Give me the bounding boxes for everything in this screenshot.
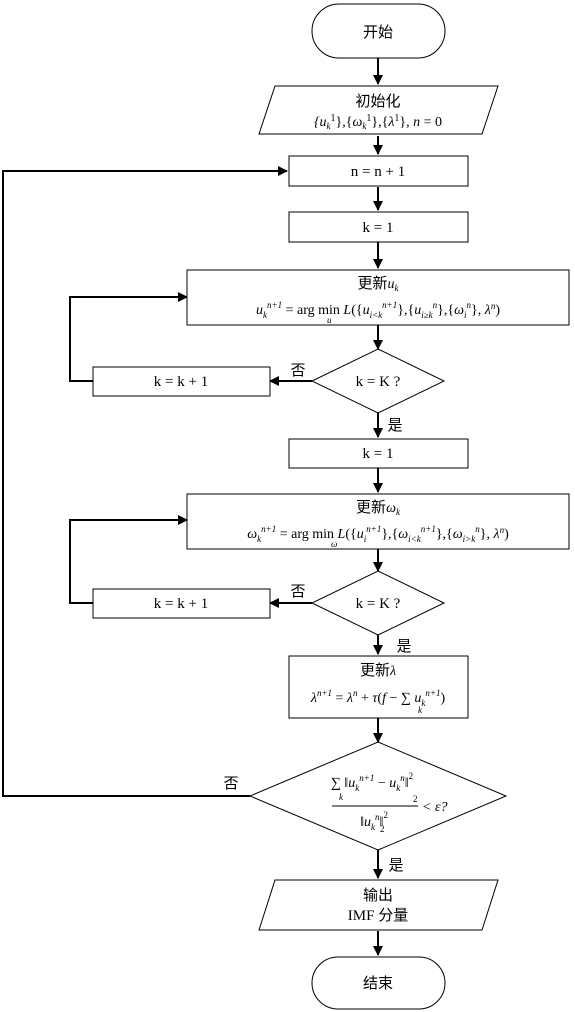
decision-3-no-label: 否 [223, 776, 238, 792]
update-omega-argmin-sub: ω [331, 539, 337, 549]
k-init-label-b: k = 1 [363, 446, 394, 462]
connectors [2, 58, 383, 956]
k-inc-box-2: k = k + 1 [92, 588, 271, 619]
arrow-dec3-loop [2, 166, 288, 797]
decision-convergence: ∑ ‖ukn+1 − ukn‖2 k 2 ‖ukn‖2 2 < ε? 否 是 [223, 741, 508, 874]
start-label: 开始 [363, 24, 393, 41]
convergence-den-norm-sub: 2 [380, 824, 385, 834]
step-n-label: n = n + 1 [351, 164, 405, 180]
output-line-1: 输出 [363, 887, 393, 904]
step-n-box: n = n + 1 [288, 155, 469, 187]
decision-k-eq-K-2: k = K ? 否 是 [290, 570, 446, 655]
update-omega-box: 更新ωk ωkn+1 = arg min L({uin+1},{ωi<kn+1}… [186, 493, 570, 550]
decision-k-eq-K-1: k = K ? 否 是 [290, 348, 446, 434]
decision-1-label: k = K ? [356, 374, 401, 390]
k-init-label-a: k = 1 [363, 220, 394, 236]
convergence-num-norm-sub: 2 [413, 794, 418, 804]
arrow-kinc2-loop [69, 515, 188, 604]
k-inc-label-1: k = k + 1 [154, 374, 208, 390]
output-io: 输出 IMF 分量 [258, 879, 499, 931]
start-terminal: 开始 [311, 3, 446, 59]
update-omega-title: 更新ωk [356, 499, 401, 517]
convergence-numerator: ∑ ‖ukn+1 − ukn‖2 [331, 771, 413, 793]
update-lambda-title: 更新λ [360, 662, 396, 679]
update-lambda-sum-sub: k [418, 705, 423, 715]
update-u-title: 更新uk [357, 275, 399, 293]
end-terminal: 结束 [311, 956, 446, 1010]
init-io: 初始化 {uk1},{ωk1},{λ1}, n = 0 [258, 85, 499, 135]
init-params: {uk1},{ωk1},{λ1}, n = 0 [314, 113, 442, 131]
update-lambda-formula: λn+1 = λn + τ(f − ∑ ukn+1) [310, 688, 446, 708]
decision-1-no-label: 否 [290, 363, 305, 379]
decision-2-no-label: 否 [290, 584, 305, 600]
update-u-argmin-sub: u [327, 315, 332, 325]
output-line-2: IMF 分量 [348, 907, 408, 924]
update-lambda-box: 更新λ λn+1 = λn + τ(f − ∑ ukn+1) k [288, 655, 469, 719]
k-init-box-a: k = 1 [288, 211, 469, 243]
decision-1-yes-label: 是 [387, 418, 402, 434]
init-title: 初始化 [355, 93, 400, 110]
arrow-kinc1-loop [69, 292, 188, 382]
convergence-eps: < ε? [422, 800, 447, 815]
k-init-box-b: k = 1 [288, 438, 469, 469]
end-label: 结束 [363, 975, 393, 992]
decision-2-yes-label: 是 [396, 639, 411, 655]
decision-3-yes-label: 是 [388, 858, 403, 874]
k-inc-label-2: k = k + 1 [154, 596, 208, 612]
update-u-formula: ukn+1 = arg min L({ui<kn+1},{ui≥kn},{ωin… [256, 300, 500, 320]
k-inc-box-1: k = k + 1 [92, 366, 271, 397]
decision-2-label: k = K ? [356, 596, 401, 612]
update-u-box: 更新uk ukn+1 = arg min L({ui<kn+1},{ui≥kn}… [186, 269, 570, 326]
convergence-sum-sub: k [339, 792, 344, 802]
